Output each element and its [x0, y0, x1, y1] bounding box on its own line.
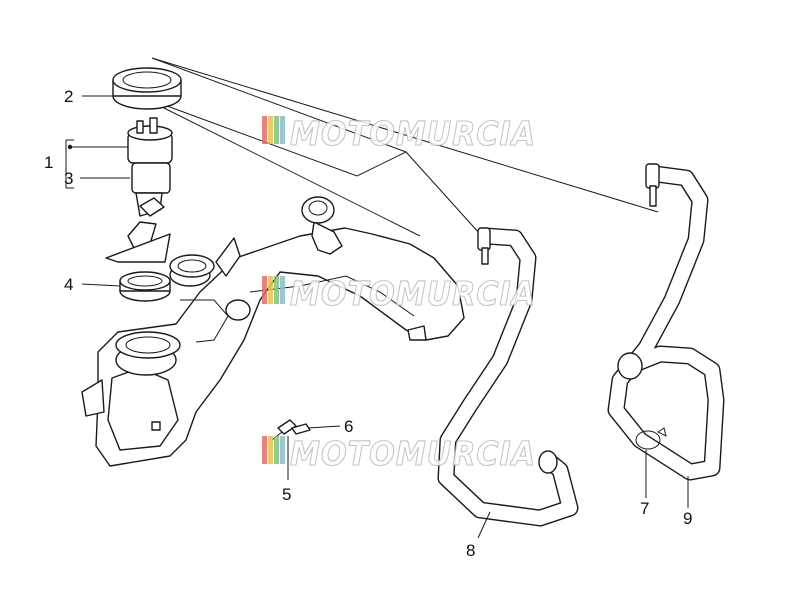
pump-filter-sock — [105, 233, 171, 263]
hose-8-end-connector — [538, 450, 558, 474]
watermark-stripe — [262, 436, 267, 464]
leader-to-connector-8 — [405, 151, 481, 235]
tank-mount-tab — [81, 379, 105, 417]
callout-8: 8 — [466, 541, 475, 560]
hose-8-top-nozzle — [481, 247, 489, 265]
hose-8-top-fitting — [477, 227, 491, 251]
fuel-tank — [81, 196, 465, 467]
watermark-stripe — [274, 116, 279, 144]
hose-9-fill — [608, 166, 724, 480]
tank-sender-stem — [311, 221, 343, 255]
pump-pin-b — [149, 117, 158, 134]
watermark-stripe — [268, 116, 273, 144]
watermark-stripe — [262, 276, 267, 304]
gasket-bore — [127, 275, 163, 287]
hose-9-tee-connector — [617, 352, 643, 380]
watermark-top: MOTOMURCIA — [262, 113, 536, 154]
watermark-stripe — [268, 276, 273, 304]
hose-clamp — [635, 427, 667, 450]
tank-sender-cap-inner — [308, 200, 328, 216]
callout-5: 5 — [282, 485, 291, 504]
callout-labels: 1 2 3 4 5 6 7 8 9 — [44, 87, 692, 560]
callout-9: 9 — [683, 509, 692, 528]
tank-gasket — [119, 271, 171, 302]
gasket-top — [119, 271, 171, 291]
screw-and-clip — [271, 419, 311, 441]
tank-sender-cap — [301, 196, 335, 224]
bracket-1 — [65, 139, 74, 189]
callout-1: 1 — [44, 153, 53, 172]
callout-6: 6 — [344, 417, 353, 436]
ring-nut — [112, 67, 182, 110]
watermark-stripe — [274, 436, 279, 464]
watermark-text: MOTOMURCIA — [290, 114, 536, 153]
callout-7: 7 — [640, 499, 649, 518]
leader-ringnut-to-tank-cap — [139, 57, 408, 177]
tank-mount-hole — [225, 299, 251, 321]
breather-hose-9 — [607, 163, 725, 481]
hose-8-fill — [438, 228, 578, 526]
clip-body — [291, 423, 311, 435]
callout-leaders — [65, 95, 689, 539]
watermark-bottom: MOTOMURCIA — [262, 433, 536, 474]
leader-4 — [81, 283, 121, 287]
leader-8 — [477, 511, 491, 539]
leader-to-tank-cap — [139, 95, 421, 237]
tank-bracket — [215, 237, 241, 277]
tank-drain-fitting — [407, 325, 427, 341]
tank-pump-neck-bore — [177, 259, 207, 273]
tank-pump-neck — [169, 254, 215, 278]
breather-hose-8 — [437, 227, 579, 527]
leader-lines-group — [139, 57, 659, 237]
leader-ringnut-to-connector-9 — [151, 57, 659, 213]
pump-body — [131, 162, 171, 194]
fuel-pump-assembly — [105, 117, 173, 263]
watermark-stripe — [262, 116, 267, 144]
tank-filler-neck — [115, 331, 181, 359]
watermark-text: MOTOMURCIA — [290, 434, 536, 473]
pump-pin-a — [136, 120, 144, 134]
hose-clamp-ring — [635, 430, 661, 450]
ring-nut-bore — [122, 71, 172, 89]
watermark-stripe — [280, 436, 285, 464]
watermark-stripe — [274, 276, 279, 304]
hose-9-top-nozzle — [649, 185, 657, 207]
callout-3: 3 — [64, 169, 73, 188]
watermark-stripe — [280, 276, 285, 304]
tank-small-clip — [151, 421, 161, 431]
callout-2: 2 — [64, 87, 73, 106]
callout-4: 4 — [64, 275, 73, 294]
pump-strainer-link — [139, 197, 165, 217]
leader-1-dot — [67, 144, 73, 150]
leader-6 — [307, 425, 341, 429]
watermark-text: MOTOMURCIA — [290, 274, 536, 313]
watermark-middle: MOTOMURCIA — [262, 273, 536, 314]
watermark-stripe — [280, 116, 285, 144]
tank-filler-bore — [125, 336, 171, 354]
hose-9-top-fitting — [645, 163, 660, 189]
watermark-stripe — [268, 436, 273, 464]
hose-clamp-tab — [657, 427, 667, 437]
